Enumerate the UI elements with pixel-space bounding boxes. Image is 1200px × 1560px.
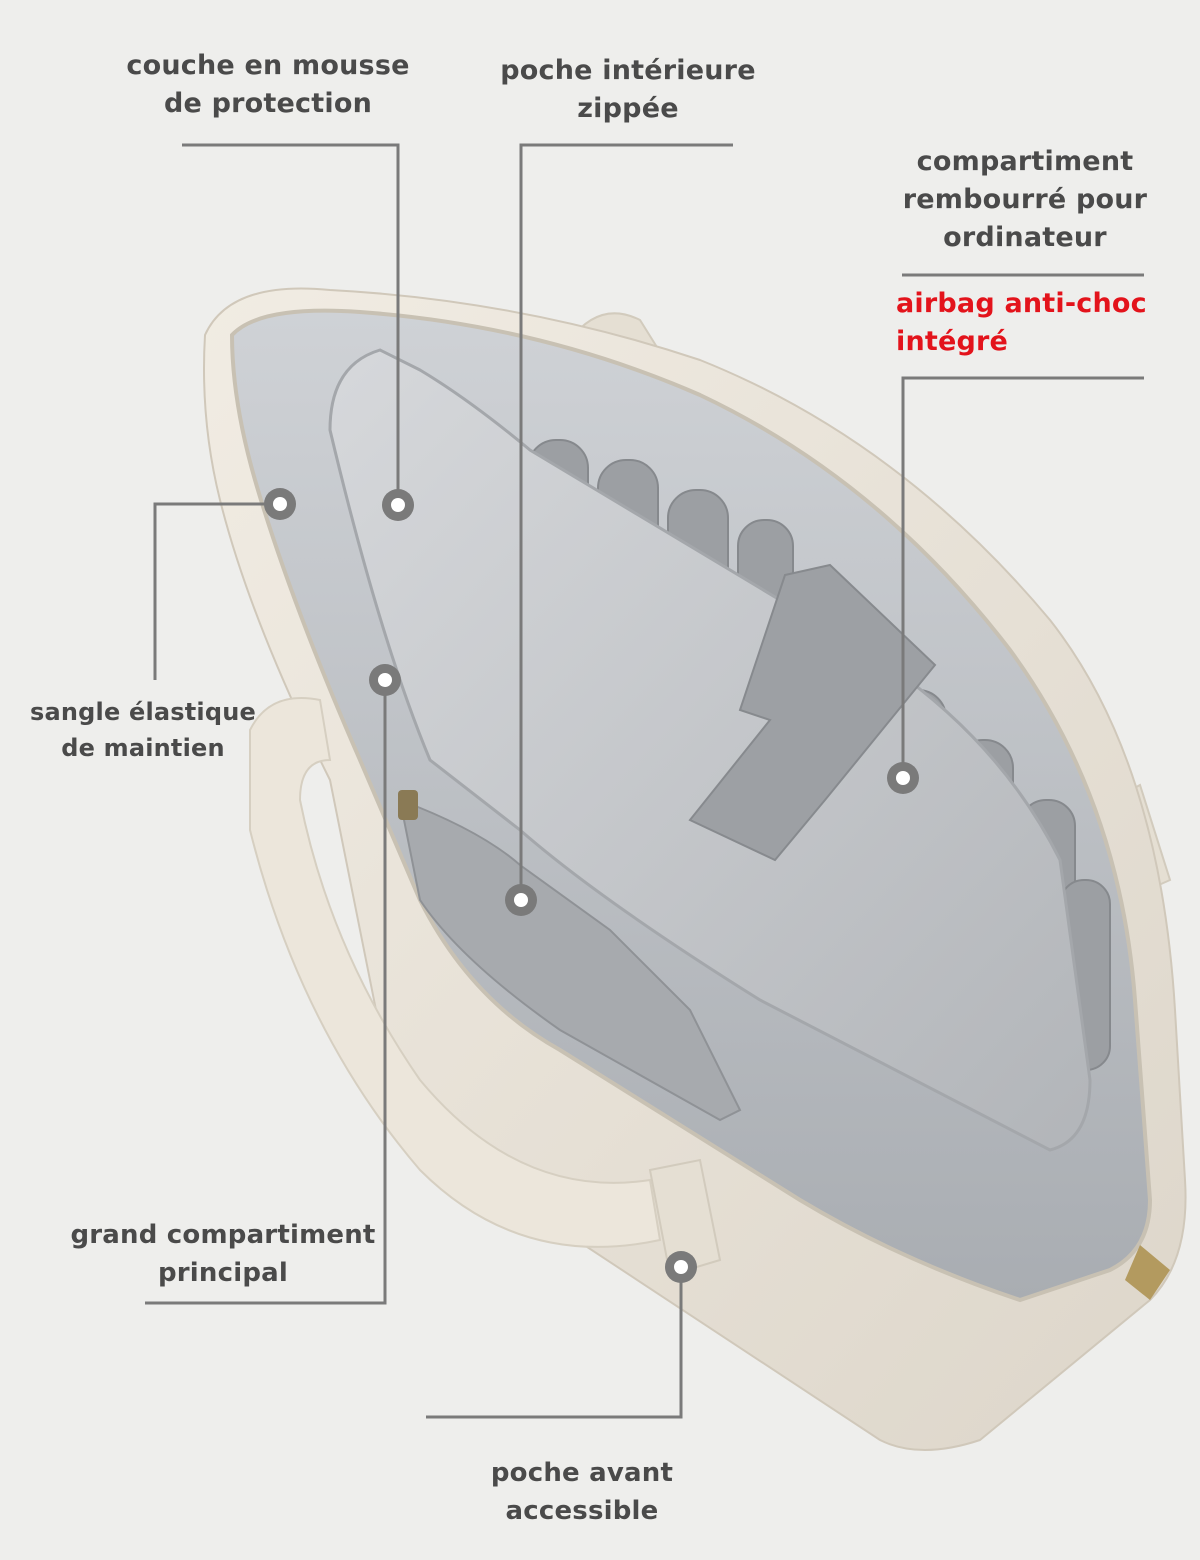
markers — [264, 488, 919, 1283]
label-foam-line2: de protection — [164, 88, 372, 119]
label-laptop-line2: rembourré pour — [902, 184, 1148, 215]
label-foam-line1: couche en mousse — [126, 50, 410, 81]
leader-foam — [182, 143, 400, 505]
leader-main — [145, 680, 387, 1305]
label-main-line1: grand compartiment — [70, 1220, 376, 1250]
label-front-line2: accessible — [505, 1496, 659, 1526]
zip-pocket-shape — [398, 798, 742, 1122]
front-handle — [249, 697, 662, 1248]
front-handle-tab — [648, 1158, 722, 1277]
label-laptop-compartment: compartiment rembourré pour ordinateur — [880, 143, 1170, 257]
label-airbag-line2: intégré — [896, 326, 1009, 357]
leader-strap — [153, 502, 280, 680]
marker-zip — [505, 884, 537, 916]
label-front-line1: poche avant — [490, 1458, 674, 1488]
label-laptop-line1: compartiment — [916, 146, 1134, 177]
label-main-line2: principal — [157, 1258, 289, 1288]
leader-airbag — [901, 376, 1144, 778]
label-front-pocket: poche avant accessible — [452, 1454, 712, 1530]
label-strap-line2: de maintien — [61, 734, 225, 762]
marker-strap — [264, 488, 296, 520]
zip-pull — [398, 790, 418, 820]
marker-airbag — [887, 762, 919, 794]
label-strap-line1: sangle élastique — [29, 698, 257, 726]
label-zip-line2: zippée — [577, 93, 679, 124]
marker-main — [369, 664, 401, 696]
side-zipper — [1125, 1245, 1170, 1300]
label-laptop-line3: ordinateur — [943, 222, 1107, 253]
label-zip-line1: poche intérieure — [500, 55, 756, 86]
label-zip-pocket: poche intérieure zippée — [488, 52, 768, 128]
marker-front — [665, 1251, 697, 1283]
elastic-strap-shape — [688, 563, 937, 862]
label-airbag: airbag anti-choc intégré — [896, 285, 1156, 361]
label-main-compartment: grand compartiment principal — [68, 1216, 378, 1292]
label-elastic-strap: sangle élastique de maintien — [18, 694, 268, 766]
label-airbag-line1: airbag anti-choc — [896, 288, 1147, 319]
label-foam-layer: couche en mousse de protection — [118, 47, 418, 123]
leader-zip — [519, 143, 733, 900]
marker-foam — [382, 489, 414, 521]
leader-front — [426, 1267, 683, 1419]
leader-lines — [145, 143, 1144, 1419]
